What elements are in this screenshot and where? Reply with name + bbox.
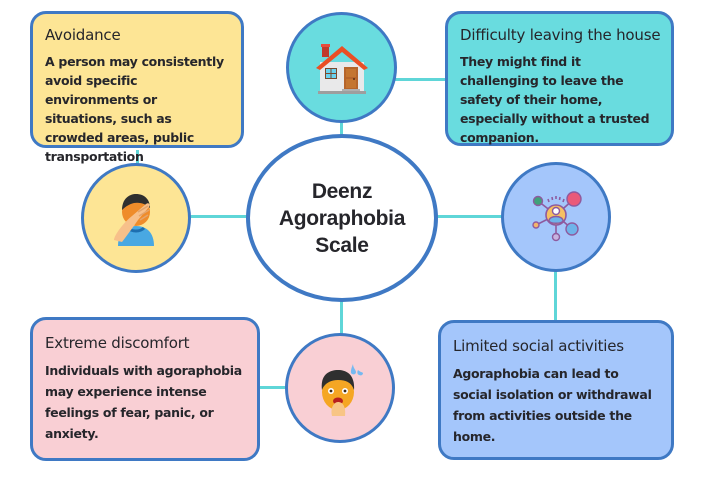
- central-topic-title: Deenz Agoraphobia Scale: [278, 178, 406, 259]
- social-icon-node: [501, 162, 611, 272]
- avoidance-card: Avoidance A person may consistently avoi…: [30, 11, 244, 164]
- limited-social-description: Agoraphobia can lead to social isolation…: [453, 366, 652, 444]
- connector-social-to-limited: [554, 268, 557, 322]
- connector-facepalm-to-center: [190, 215, 252, 218]
- connector-center-to-social: [434, 215, 504, 218]
- difficulty-leaving-title: Difficulty leaving the house: [460, 26, 661, 44]
- connector-house-to-center: [340, 118, 343, 138]
- connector-discomfort-to-anxious: [258, 386, 290, 389]
- limited-social-card: Limited social activities Agoraphobia ca…: [438, 320, 674, 460]
- discomfort-icon-node: [285, 333, 395, 443]
- connector-house-to-difficulty: [394, 78, 448, 81]
- difficulty-leaving-card: Difficulty leaving the house They might …: [445, 11, 674, 146]
- central-topic-node: Deenz Agoraphobia Scale: [246, 134, 438, 302]
- social-network-icon: [532, 191, 582, 242]
- center-title-line-2: Agoraphobia: [278, 206, 406, 230]
- center-title-line-1: Deenz: [311, 179, 373, 203]
- extreme-discomfort-description: Individuals with agoraphobia may experie…: [45, 363, 242, 441]
- avoidance-title: Avoidance: [45, 26, 121, 44]
- anxious-face-icon: [321, 364, 363, 416]
- facepalm-person-icon: [114, 194, 154, 246]
- house-icon: [315, 43, 368, 94]
- house-node: [286, 12, 397, 123]
- difficulty-leaving-description: They might find it challenging to leave …: [460, 54, 650, 145]
- extreme-discomfort-card: Extreme discomfort Individuals with agor…: [30, 317, 260, 461]
- avoidance-icon-node: [81, 163, 191, 273]
- extreme-discomfort-title: Extreme discomfort: [45, 334, 190, 352]
- limited-social-title: Limited social activities: [453, 337, 624, 355]
- avoidance-description: A person may consistently avoid specific…: [45, 54, 224, 164]
- connector-center-to-anxious: [340, 298, 343, 334]
- center-title-line-3: Scale: [315, 233, 369, 257]
